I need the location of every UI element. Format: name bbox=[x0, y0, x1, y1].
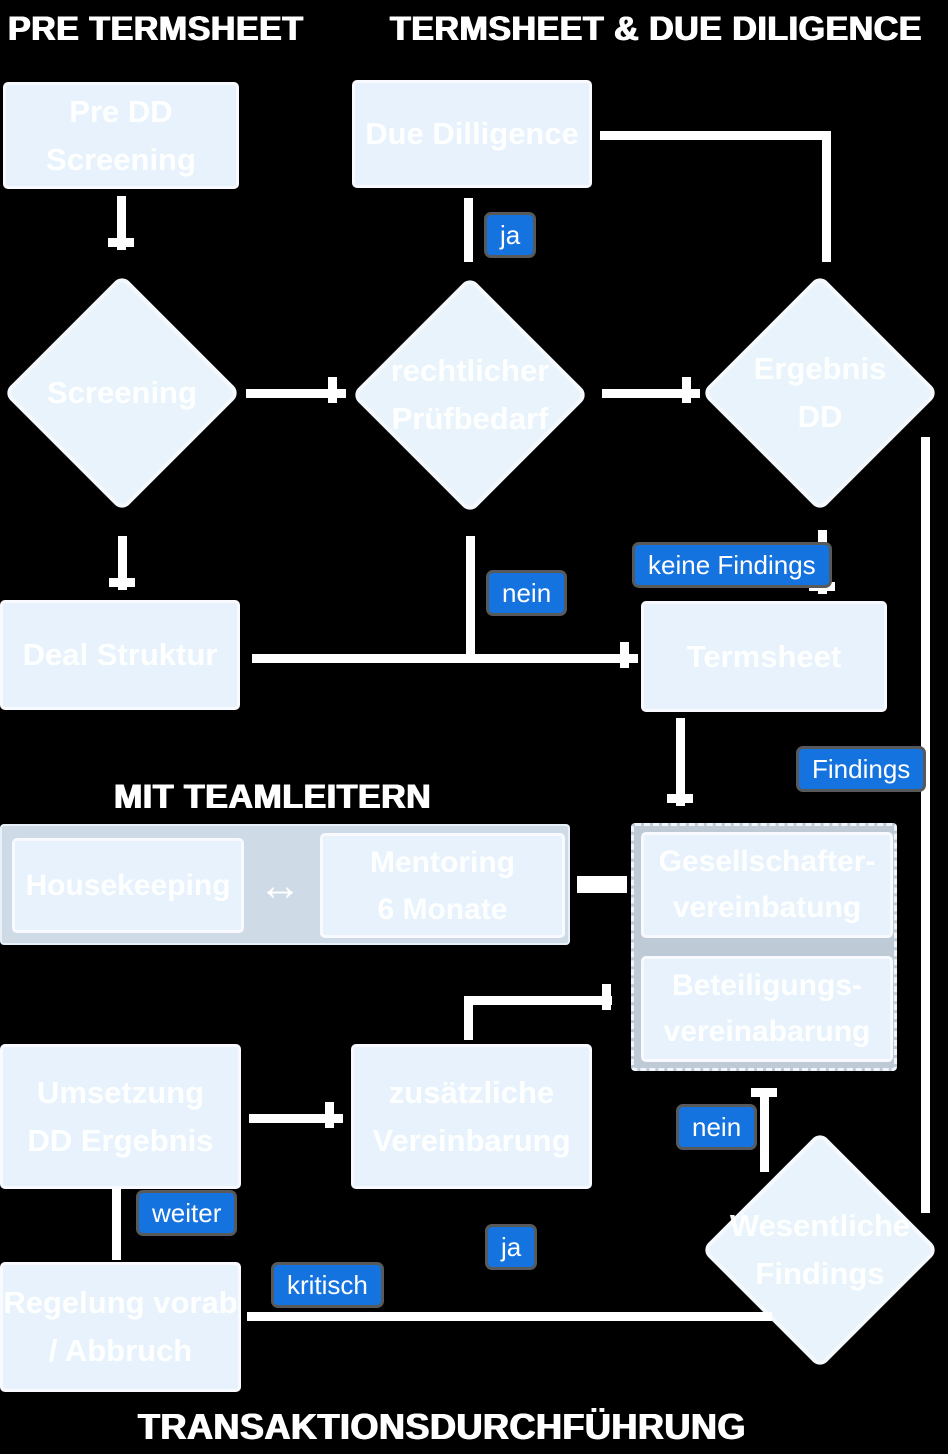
edge-label-nein-wesentliche: nein bbox=[676, 1104, 758, 1150]
edge-zusaetzliche-beteiligungs bbox=[464, 996, 612, 1005]
edge-duedilligence-pruefbedarf bbox=[464, 198, 473, 262]
node-deal-struktur: Deal Struktur bbox=[0, 600, 240, 710]
edge-label-ja-due-dilligence: ja bbox=[484, 212, 537, 258]
arrowhead-right-beteiligungs bbox=[602, 984, 611, 1010]
edge-wesentliche-nein-up bbox=[760, 1090, 769, 1172]
edge-duedilligence-ergebnisdd-top bbox=[600, 131, 830, 140]
node-housekeeping: Housekeeping bbox=[12, 838, 244, 933]
bidirectional-arrow-icon: ↔ bbox=[258, 861, 302, 910]
arrowhead-right-zusaetzliche bbox=[325, 1102, 334, 1128]
heading-mit-teamleitern: MIT TEAMLEITERN bbox=[114, 778, 432, 816]
edge-mentoring-gesellschafter bbox=[577, 876, 627, 893]
node-gesellschafter-vereinbarung: Gesellschafter- vereinbatung bbox=[641, 832, 893, 938]
edge-preddscreening-screening bbox=[117, 196, 126, 250]
edge-pruefbedarf-nein-down bbox=[466, 536, 475, 662]
edge-screening-dealstruktur bbox=[118, 536, 127, 590]
edge-zusaetzliche-elbow-vertical bbox=[464, 996, 473, 1040]
node-pre-dd-screening: Pre DD Screening bbox=[3, 82, 239, 189]
edge-label-ja-wesentliche: ja bbox=[485, 1224, 538, 1270]
arrowhead-right-ergebnisdd bbox=[682, 377, 691, 403]
edge-label-findings: Findings bbox=[796, 746, 927, 792]
arrowhead-down-gesellschafter bbox=[667, 794, 693, 803]
edge-umsetzung-weiter-regelung bbox=[112, 1189, 121, 1260]
arrowhead-up-beteiligungs bbox=[751, 1088, 777, 1097]
edge-pruefbedarf-ergebnisdd bbox=[602, 389, 700, 398]
edge-label-keine-findings: keine Findings bbox=[632, 542, 832, 588]
arrowhead-right-termsheet bbox=[620, 642, 629, 668]
edge-wesentliche-ja-kritisch-regelung bbox=[247, 1312, 772, 1321]
node-termsheet: Termsheet bbox=[641, 601, 887, 712]
node-ergebnis-dd: Ergebnis DD bbox=[700, 273, 940, 513]
node-umsetzung-dd-ergebnis: Umsetzung DD Ergebnis bbox=[0, 1044, 241, 1189]
node-due-dilligence: Due Dilligence bbox=[352, 80, 592, 188]
arrowhead-down-dealstruktur bbox=[109, 578, 135, 587]
edge-ergebnisdd-findings-wesentliche bbox=[921, 437, 930, 1213]
node-beteiligungs-vereinbarung: Beteiligungs- vereinabarung bbox=[641, 956, 893, 1062]
heading-termsheet-due-diligence: TERMSHEET & DUE DILIGENCE bbox=[390, 10, 922, 48]
node-regelung-vorab-abbruch: Regelung vorab / Abbruch bbox=[0, 1262, 241, 1392]
arrowhead-down-screening bbox=[108, 238, 134, 247]
edge-label-nein-pruefbedarf: nein bbox=[486, 570, 568, 616]
edge-label-kritisch: kritisch bbox=[271, 1262, 384, 1308]
arrowhead-right-pruefbedarf bbox=[328, 377, 337, 403]
node-wesentliche-findings: Wesentliche Findings bbox=[700, 1130, 940, 1370]
edge-label-weiter: weiter bbox=[136, 1190, 238, 1236]
node-zusaetzliche-vereinbarung: zusätzliche Vereinbarung bbox=[351, 1044, 592, 1189]
node-rechtlicher-pruefbedarf: rechtlicher Prüfbedarf bbox=[350, 275, 590, 515]
edge-umsetzung-zusaetzliche bbox=[249, 1114, 343, 1123]
edge-duedilligence-ergebnisdd-down bbox=[822, 131, 831, 262]
edge-screening-pruefbedarf bbox=[246, 389, 346, 398]
node-mentoring-6-monate: Mentoring 6 Monate bbox=[320, 833, 565, 938]
edge-dealstruktur-termsheet bbox=[252, 654, 638, 663]
node-screening-decision: Screening bbox=[2, 273, 242, 513]
heading-transaktionsdurchfuehrung: TRANSAKTIONSDURCHFÜHRUNG bbox=[138, 1406, 746, 1447]
heading-pre-termsheet: PRE TERMSHEET bbox=[8, 10, 304, 48]
edge-termsheet-gesellschafter bbox=[676, 718, 685, 806]
